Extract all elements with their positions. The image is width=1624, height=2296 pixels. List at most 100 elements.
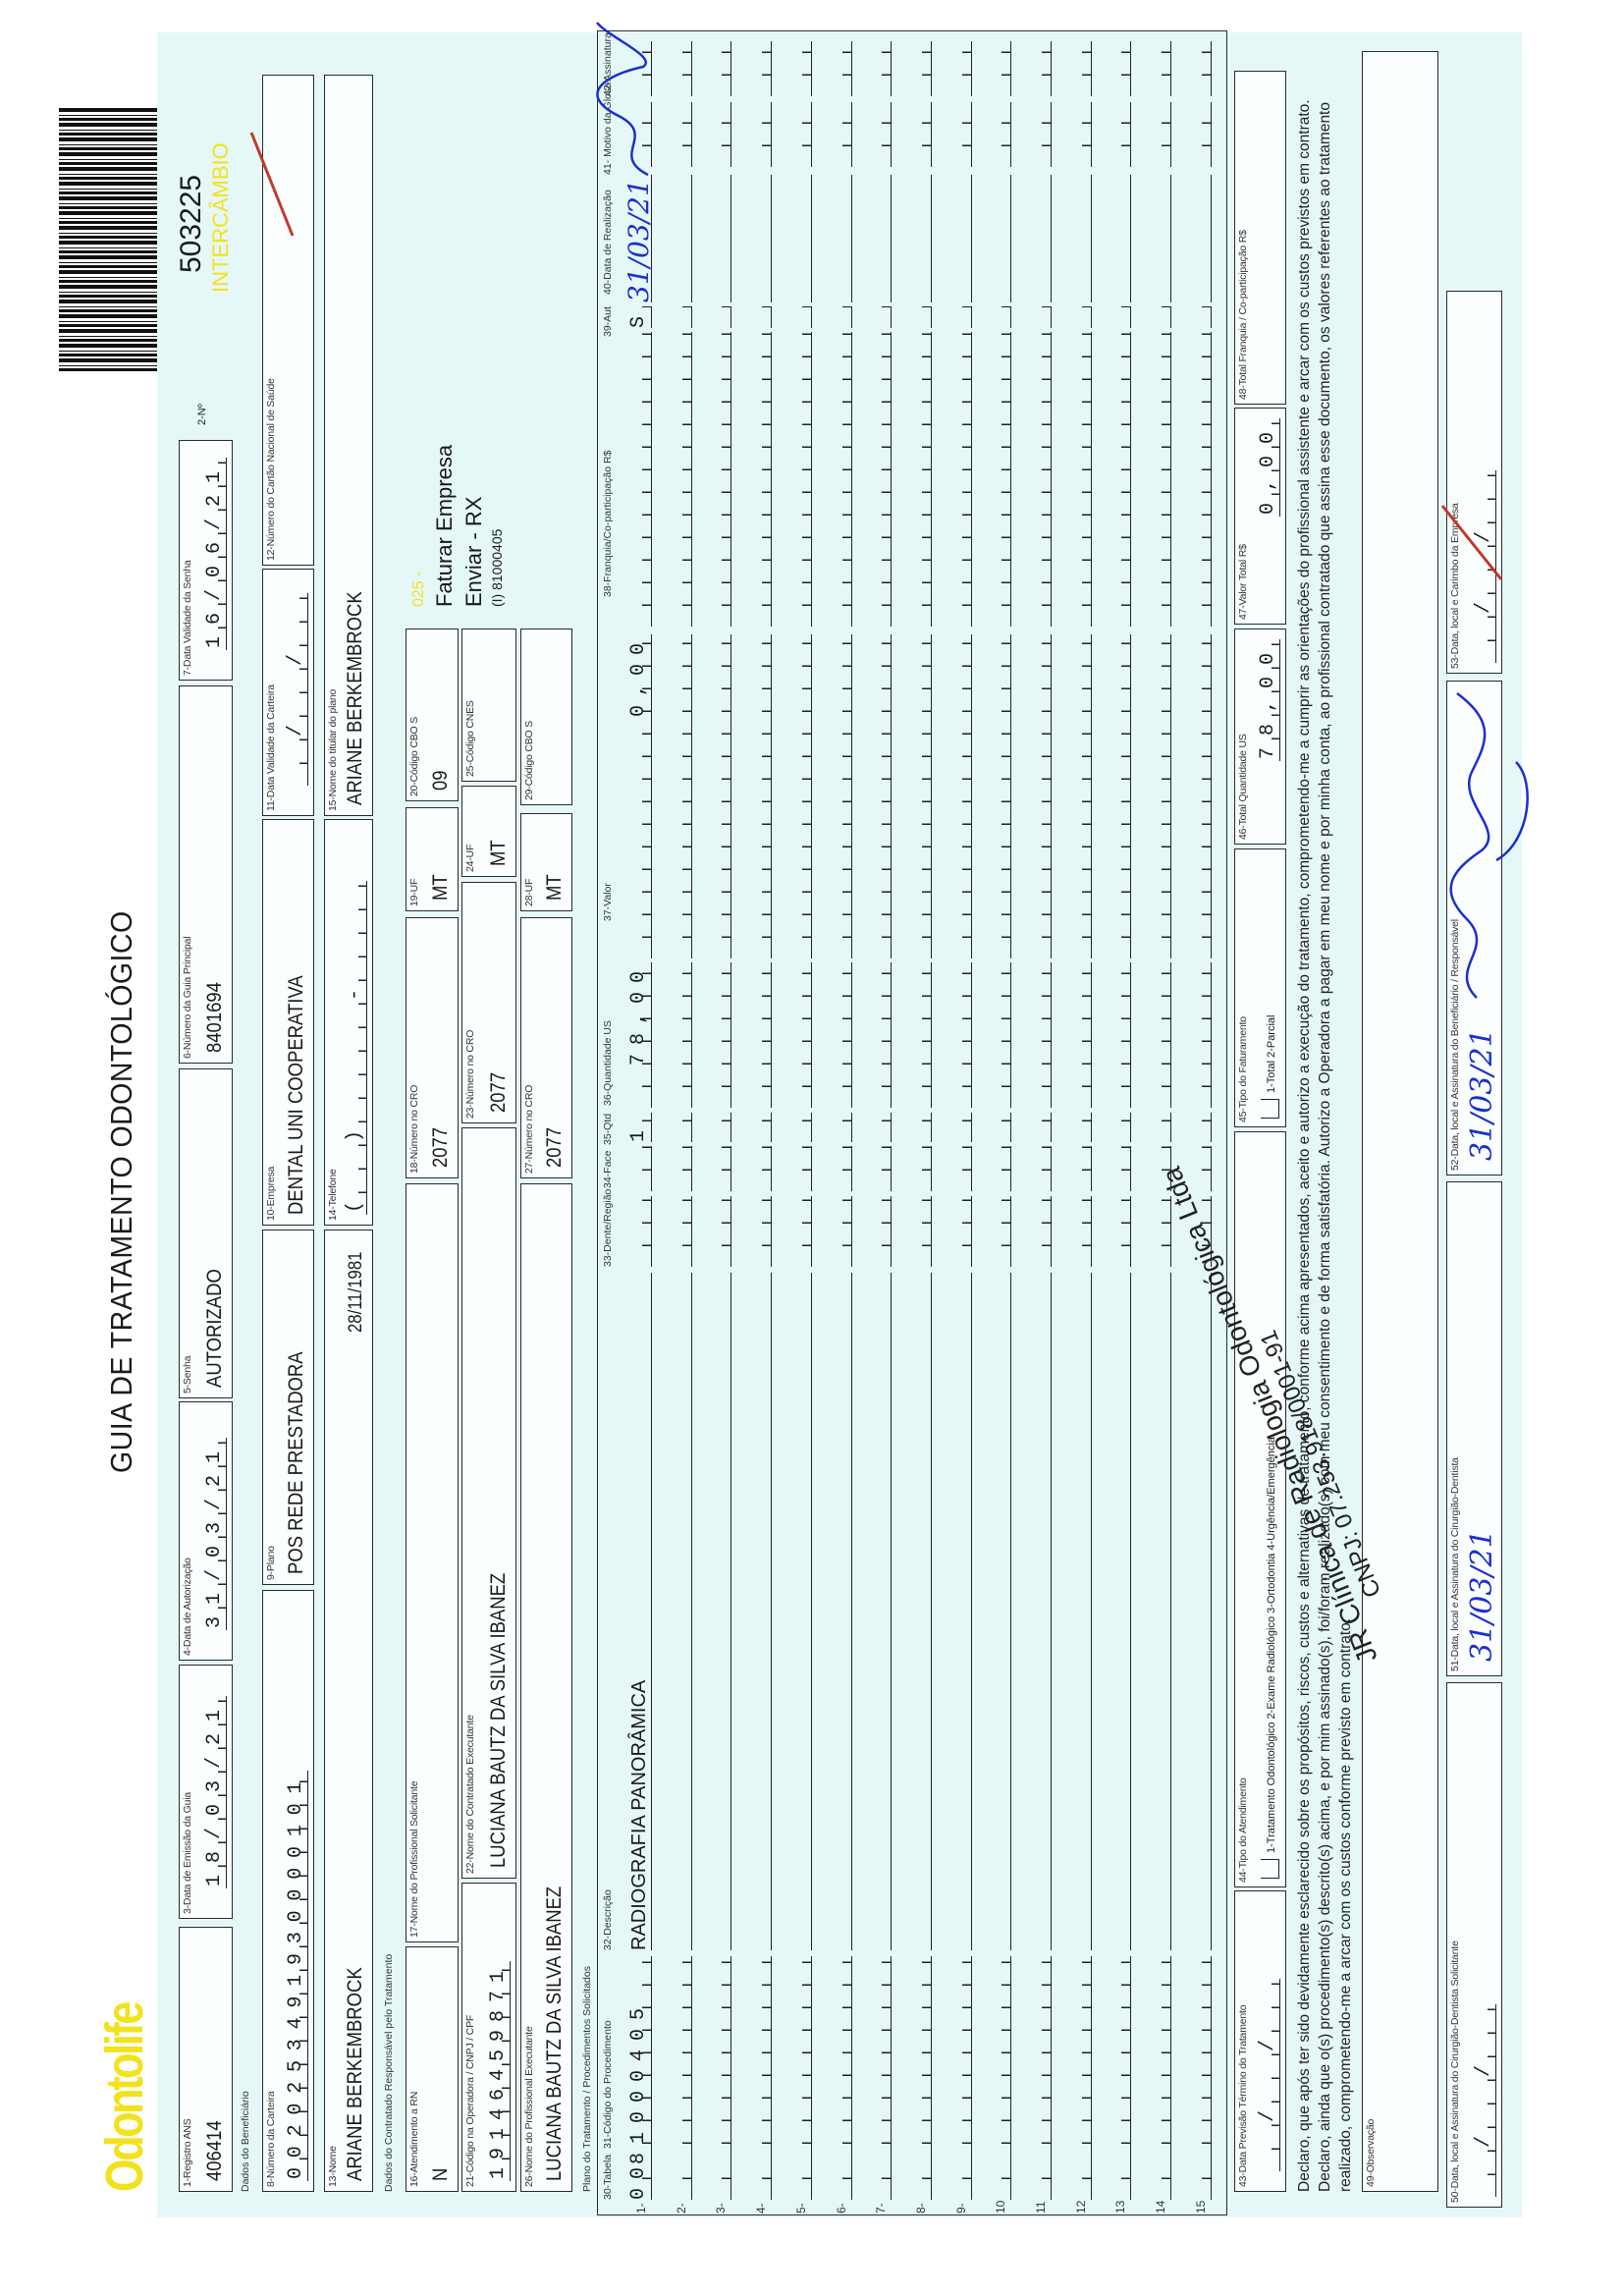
cell-codigo[interactable] (787, 1956, 812, 2164)
cell-quantidade-us[interactable] (907, 962, 932, 1108)
cell-face[interactable] (787, 1146, 812, 1191)
cell-codigo[interactable] (1187, 1956, 1212, 2164)
cell-motivo[interactable] (988, 102, 1012, 167)
cell-descricao[interactable] (1148, 1273, 1172, 1950)
cell-dente[interactable] (947, 1196, 972, 1267)
cell-franquia[interactable] (668, 332, 692, 627)
cell-data[interactable] (668, 175, 692, 302)
cell-dente[interactable] (748, 1196, 773, 1267)
cell-codigo[interactable] (988, 1956, 1012, 2164)
cell-face[interactable] (668, 1146, 692, 1191)
field-titular[interactable]: 15-Nome do titular do plano ARIANE BERKE… (324, 75, 373, 816)
cell-motivo[interactable] (1108, 102, 1132, 167)
field-previsao-termino[interactable]: 43-Data Previsão Término do Tratamento /… (1234, 1890, 1286, 2192)
field-valor-total[interactable]: 47-Valor Total R$ 0,00 (1234, 408, 1286, 625)
field-nome[interactable]: 13-Nome ARIANE BERKEMBROCK 28/11/1981 (324, 1230, 373, 2192)
cell-codigo[interactable] (828, 1956, 852, 2164)
field-observacao[interactable]: 49-Observação (1362, 51, 1438, 2192)
cell-valor[interactable] (787, 634, 812, 958)
cell-franquia[interactable] (907, 332, 932, 627)
cell-assinatura[interactable] (988, 41, 1012, 96)
cell-qtd[interactable] (1108, 1113, 1132, 1142)
cell-tabela[interactable] (868, 2164, 893, 2200)
cell-qtd[interactable] (988, 1113, 1012, 1142)
cell-quantidade-us[interactable]: 78,00 (627, 962, 652, 1108)
cell-dente[interactable] (907, 1196, 932, 1267)
cell-motivo[interactable] (828, 102, 852, 167)
cell-quantidade-us[interactable] (947, 962, 972, 1108)
cell-data[interactable] (907, 175, 932, 302)
cell-face[interactable] (748, 1146, 773, 1191)
cell-data[interactable] (708, 175, 732, 302)
cell-data[interactable] (1148, 175, 1172, 302)
cell-quantidade-us[interactable] (1108, 962, 1132, 1108)
cell-aut[interactable] (907, 306, 932, 328)
cell-qtd[interactable] (1187, 1113, 1212, 1142)
cell-descricao[interactable] (668, 1273, 692, 1950)
cell-tabela[interactable] (1108, 2164, 1132, 2200)
cell-aut[interactable] (1187, 306, 1212, 328)
cell-valor[interactable] (668, 634, 692, 958)
cell-qtd[interactable] (668, 1113, 692, 1142)
cell-tabela[interactable] (988, 2164, 1012, 2200)
cell-valor[interactable] (988, 634, 1012, 958)
cell-tabela[interactable] (708, 2164, 732, 2200)
cell-face[interactable] (868, 1146, 893, 1191)
cell-face[interactable] (907, 1146, 932, 1191)
cell-assinatura[interactable] (1187, 41, 1212, 96)
cell-motivo[interactable] (947, 102, 972, 167)
cell-dente[interactable] (868, 1196, 893, 1267)
cell-quantidade-us[interactable] (787, 962, 812, 1108)
cell-face[interactable] (708, 1146, 732, 1191)
cell-descricao[interactable] (1187, 1273, 1212, 1950)
field-senha[interactable]: 5-Senha AUTORIZADO (179, 1068, 233, 1398)
cell-dente[interactable] (988, 1196, 1012, 1267)
cell-aut[interactable] (787, 306, 812, 328)
field-contratado-executante[interactable]: 22-Nome do Contratado Executante LUCIANA… (461, 1127, 516, 1879)
cell-franquia[interactable] (828, 332, 852, 627)
cell-quantidade-us[interactable] (1148, 962, 1172, 1108)
cell-qtd[interactable] (947, 1113, 972, 1142)
cell-qtd[interactable] (1148, 1113, 1172, 1142)
cell-face[interactable] (1028, 1146, 1052, 1191)
cell-descricao[interactable] (1108, 1273, 1132, 1950)
cell-valor[interactable] (947, 634, 972, 958)
cell-tabela[interactable] (668, 2164, 692, 2200)
cell-tabela[interactable] (748, 2164, 773, 2200)
cell-franquia[interactable] (1108, 332, 1132, 627)
field-registro-ans[interactable]: 1-Registro ANS 406414 (179, 1927, 233, 2192)
cell-motivo[interactable] (1067, 102, 1092, 167)
cell-descricao[interactable] (708, 1273, 732, 1950)
cell-qtd[interactable] (868, 1113, 893, 1142)
cell-aut[interactable] (988, 306, 1012, 328)
checkbox-tipo-atendimento[interactable] (1261, 1859, 1279, 1879)
cell-valor[interactable] (828, 634, 852, 958)
field-total-franquia[interactable]: 48-Total Franquia / Co-participação R$ (1234, 71, 1286, 405)
cell-aut[interactable] (1028, 306, 1052, 328)
cell-quantidade-us[interactable] (708, 962, 732, 1108)
field-validade-carteira[interactable]: 11-Data Validade da Carteira / / (262, 569, 314, 816)
cell-face[interactable] (628, 1146, 652, 1191)
cell-data[interactable] (828, 175, 852, 302)
cell-qtd[interactable] (787, 1113, 812, 1142)
cell-aut[interactable]: S (627, 306, 652, 328)
cell-codigo[interactable] (1108, 1956, 1132, 2164)
cell-tabela[interactable]: 00 (627, 2158, 652, 2200)
cell-tabela[interactable] (907, 2164, 932, 2200)
cell-quantidade-us[interactable] (828, 962, 852, 1108)
cell-quantidade-us[interactable] (988, 962, 1012, 1108)
cell-tabela[interactable] (947, 2164, 972, 2200)
cell-assinatura[interactable] (748, 41, 773, 96)
cell-dente[interactable] (708, 1196, 732, 1267)
cell-tabela[interactable] (1028, 2164, 1052, 2200)
cell-codigo[interactable] (708, 1956, 732, 2164)
cell-tabela[interactable] (1148, 2164, 1172, 2200)
cell-data[interactable] (988, 175, 1012, 302)
field-codigo-operadora[interactable]: 21-Código na Operadora / CNPJ / CPF 1914… (461, 1883, 516, 2192)
cell-assinatura[interactable] (1028, 41, 1052, 96)
field-total-us[interactable]: 46-Total Quantidade US 78,00 (1234, 629, 1286, 845)
cell-aut[interactable] (828, 306, 852, 328)
cell-dente[interactable] (1028, 1196, 1052, 1267)
cell-codigo[interactable] (1148, 1956, 1172, 2164)
cell-motivo[interactable] (708, 102, 732, 167)
